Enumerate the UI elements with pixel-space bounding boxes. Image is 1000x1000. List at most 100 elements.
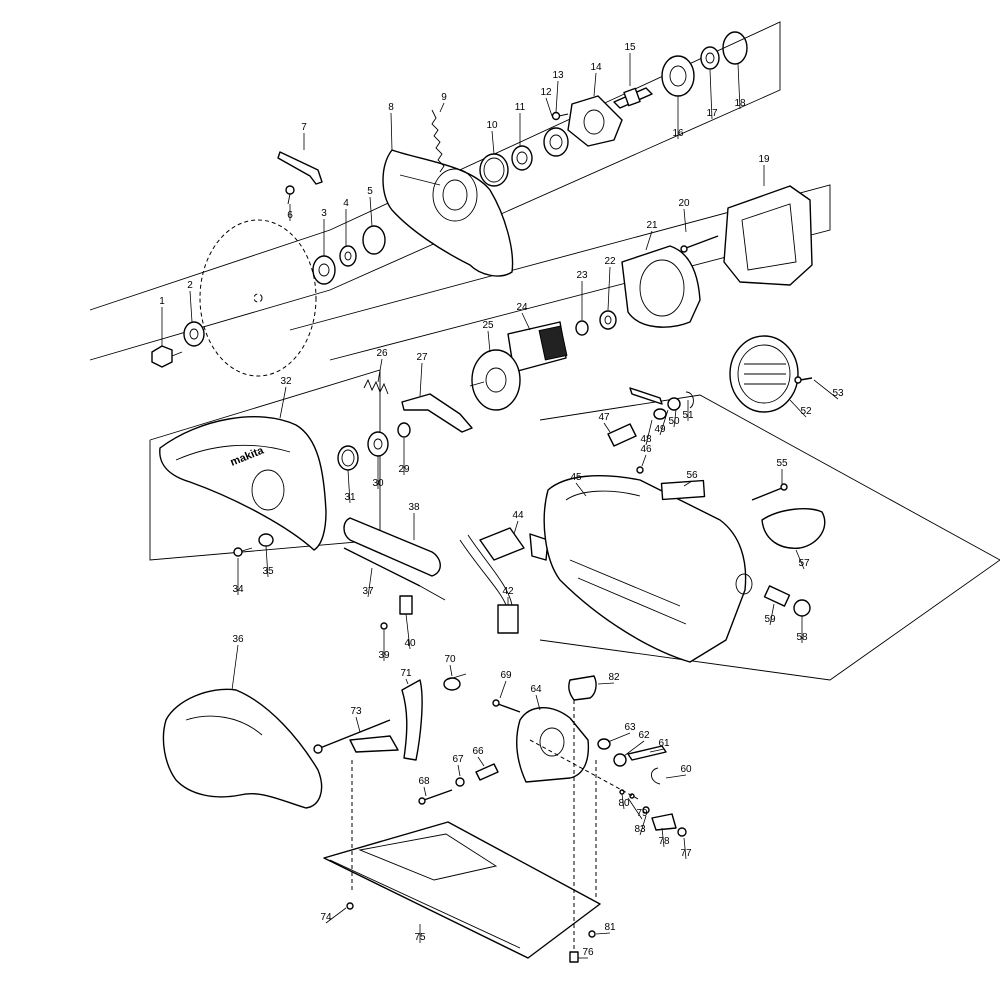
leader-line-47 <box>603 422 611 433</box>
leader-line-59 <box>769 603 775 626</box>
leader-line-13 <box>555 80 559 113</box>
part-number-18: 18 <box>734 98 746 109</box>
part-number-55: 55 <box>776 458 788 469</box>
leader-line-53 <box>813 379 839 400</box>
part-number-44: 44 <box>512 510 524 521</box>
part-number-25: 25 <box>482 320 494 331</box>
leader-line-74 <box>325 907 347 924</box>
part-number-17: 17 <box>706 108 718 119</box>
upper-guard-group <box>151 31 748 368</box>
part-number-46: 46 <box>640 444 652 455</box>
leader-line-36 <box>231 644 239 691</box>
part-number-6: 6 <box>287 210 293 221</box>
part-number-59: 59 <box>764 614 776 625</box>
part-number-26: 26 <box>376 348 388 359</box>
part-number-34: 34 <box>232 584 244 595</box>
part-number-60: 60 <box>680 764 692 775</box>
part-number-80: 80 <box>618 798 630 809</box>
leader-line-61 <box>649 748 665 753</box>
part-number-56: 56 <box>686 470 698 481</box>
leader-line-66 <box>477 756 485 767</box>
leader-line-8 <box>390 112 393 151</box>
leader-line-83 <box>639 815 647 836</box>
part-number-30: 30 <box>372 478 384 489</box>
part-number-74: 74 <box>320 912 332 923</box>
leader-line-37 <box>367 567 373 598</box>
leader-line-62 <box>623 740 645 757</box>
part-number-76: 76 <box>582 947 594 958</box>
leader-line-80 <box>621 793 625 810</box>
leader-line-26 <box>377 358 383 383</box>
part-number-66: 66 <box>472 746 484 757</box>
part-number-78: 78 <box>658 836 670 847</box>
part-number-49: 49 <box>654 424 666 435</box>
leader-line-82 <box>597 682 615 685</box>
part-number-73: 73 <box>350 706 362 717</box>
leader-line-5 <box>369 196 373 227</box>
leader-line-44 <box>513 520 519 535</box>
part-number-57: 57 <box>798 558 810 569</box>
leader-line-48 <box>645 419 653 446</box>
part-number-52: 52 <box>800 406 812 417</box>
part-number-24: 24 <box>516 302 528 313</box>
leader-line-56 <box>683 480 693 487</box>
leader-line-9 <box>439 102 445 113</box>
leader-line-69 <box>499 680 507 699</box>
part-number-69: 69 <box>500 670 512 681</box>
leader-line-17 <box>709 69 713 120</box>
part-number-63: 63 <box>624 722 636 733</box>
part-number-51: 51 <box>682 410 694 421</box>
leader-line-40 <box>405 613 411 650</box>
part-number-38: 38 <box>408 502 420 513</box>
leader-line-32 <box>279 386 287 419</box>
part-number-21: 21 <box>646 220 658 231</box>
part-number-13: 13 <box>552 70 564 81</box>
leader-line-78 <box>661 827 665 848</box>
part-number-58: 58 <box>796 632 808 643</box>
leader-line-45 <box>575 482 587 497</box>
leader-line-67 <box>457 764 461 777</box>
part-number-68: 68 <box>418 776 430 787</box>
part-number-22: 22 <box>604 256 616 267</box>
leader-line-2 <box>189 290 193 323</box>
part-number-53: 53 <box>832 388 844 399</box>
part-number-70: 70 <box>444 654 456 665</box>
leader-line-14 <box>593 72 597 97</box>
part-number-40: 40 <box>404 638 416 649</box>
saw-blade <box>199 219 317 377</box>
part-number-10: 10 <box>486 120 498 131</box>
leader-line-60 <box>665 774 687 779</box>
leader-line-68 <box>423 786 427 797</box>
leader-line-24 <box>521 312 531 331</box>
leader-line-27 <box>419 362 423 397</box>
part-number-67: 67 <box>452 754 464 765</box>
part-number-83: 83 <box>634 824 646 835</box>
leader-line-73 <box>355 716 361 733</box>
part-number-2: 2 <box>187 280 193 291</box>
part-number-9: 9 <box>441 92 447 103</box>
part-number-64: 64 <box>530 684 542 695</box>
part-number-71: 71 <box>400 668 412 679</box>
part-number-12: 12 <box>540 87 552 98</box>
part-number-77: 77 <box>680 848 692 859</box>
part-number-61: 61 <box>658 738 670 749</box>
part-number-37: 37 <box>362 586 374 597</box>
leader-line-31 <box>347 469 351 504</box>
part-number-19: 19 <box>758 154 770 165</box>
part-number-27: 27 <box>416 352 428 363</box>
leader-line-79 <box>627 797 643 820</box>
leader-line-22 <box>607 266 611 311</box>
part-number-31: 31 <box>344 492 356 503</box>
leader-line-49 <box>659 409 669 436</box>
part-number-14: 14 <box>590 62 602 73</box>
leader-line-81 <box>595 932 611 935</box>
part-number-42: 42 <box>502 586 514 597</box>
leader-line-35 <box>265 545 269 578</box>
leader-line-20 <box>683 208 687 233</box>
part-number-39: 39 <box>378 650 390 661</box>
leader-line-46 <box>641 454 647 467</box>
leader-line-71 <box>405 678 409 685</box>
leader-line-63 <box>607 732 631 743</box>
leader-line-50 <box>673 409 677 428</box>
